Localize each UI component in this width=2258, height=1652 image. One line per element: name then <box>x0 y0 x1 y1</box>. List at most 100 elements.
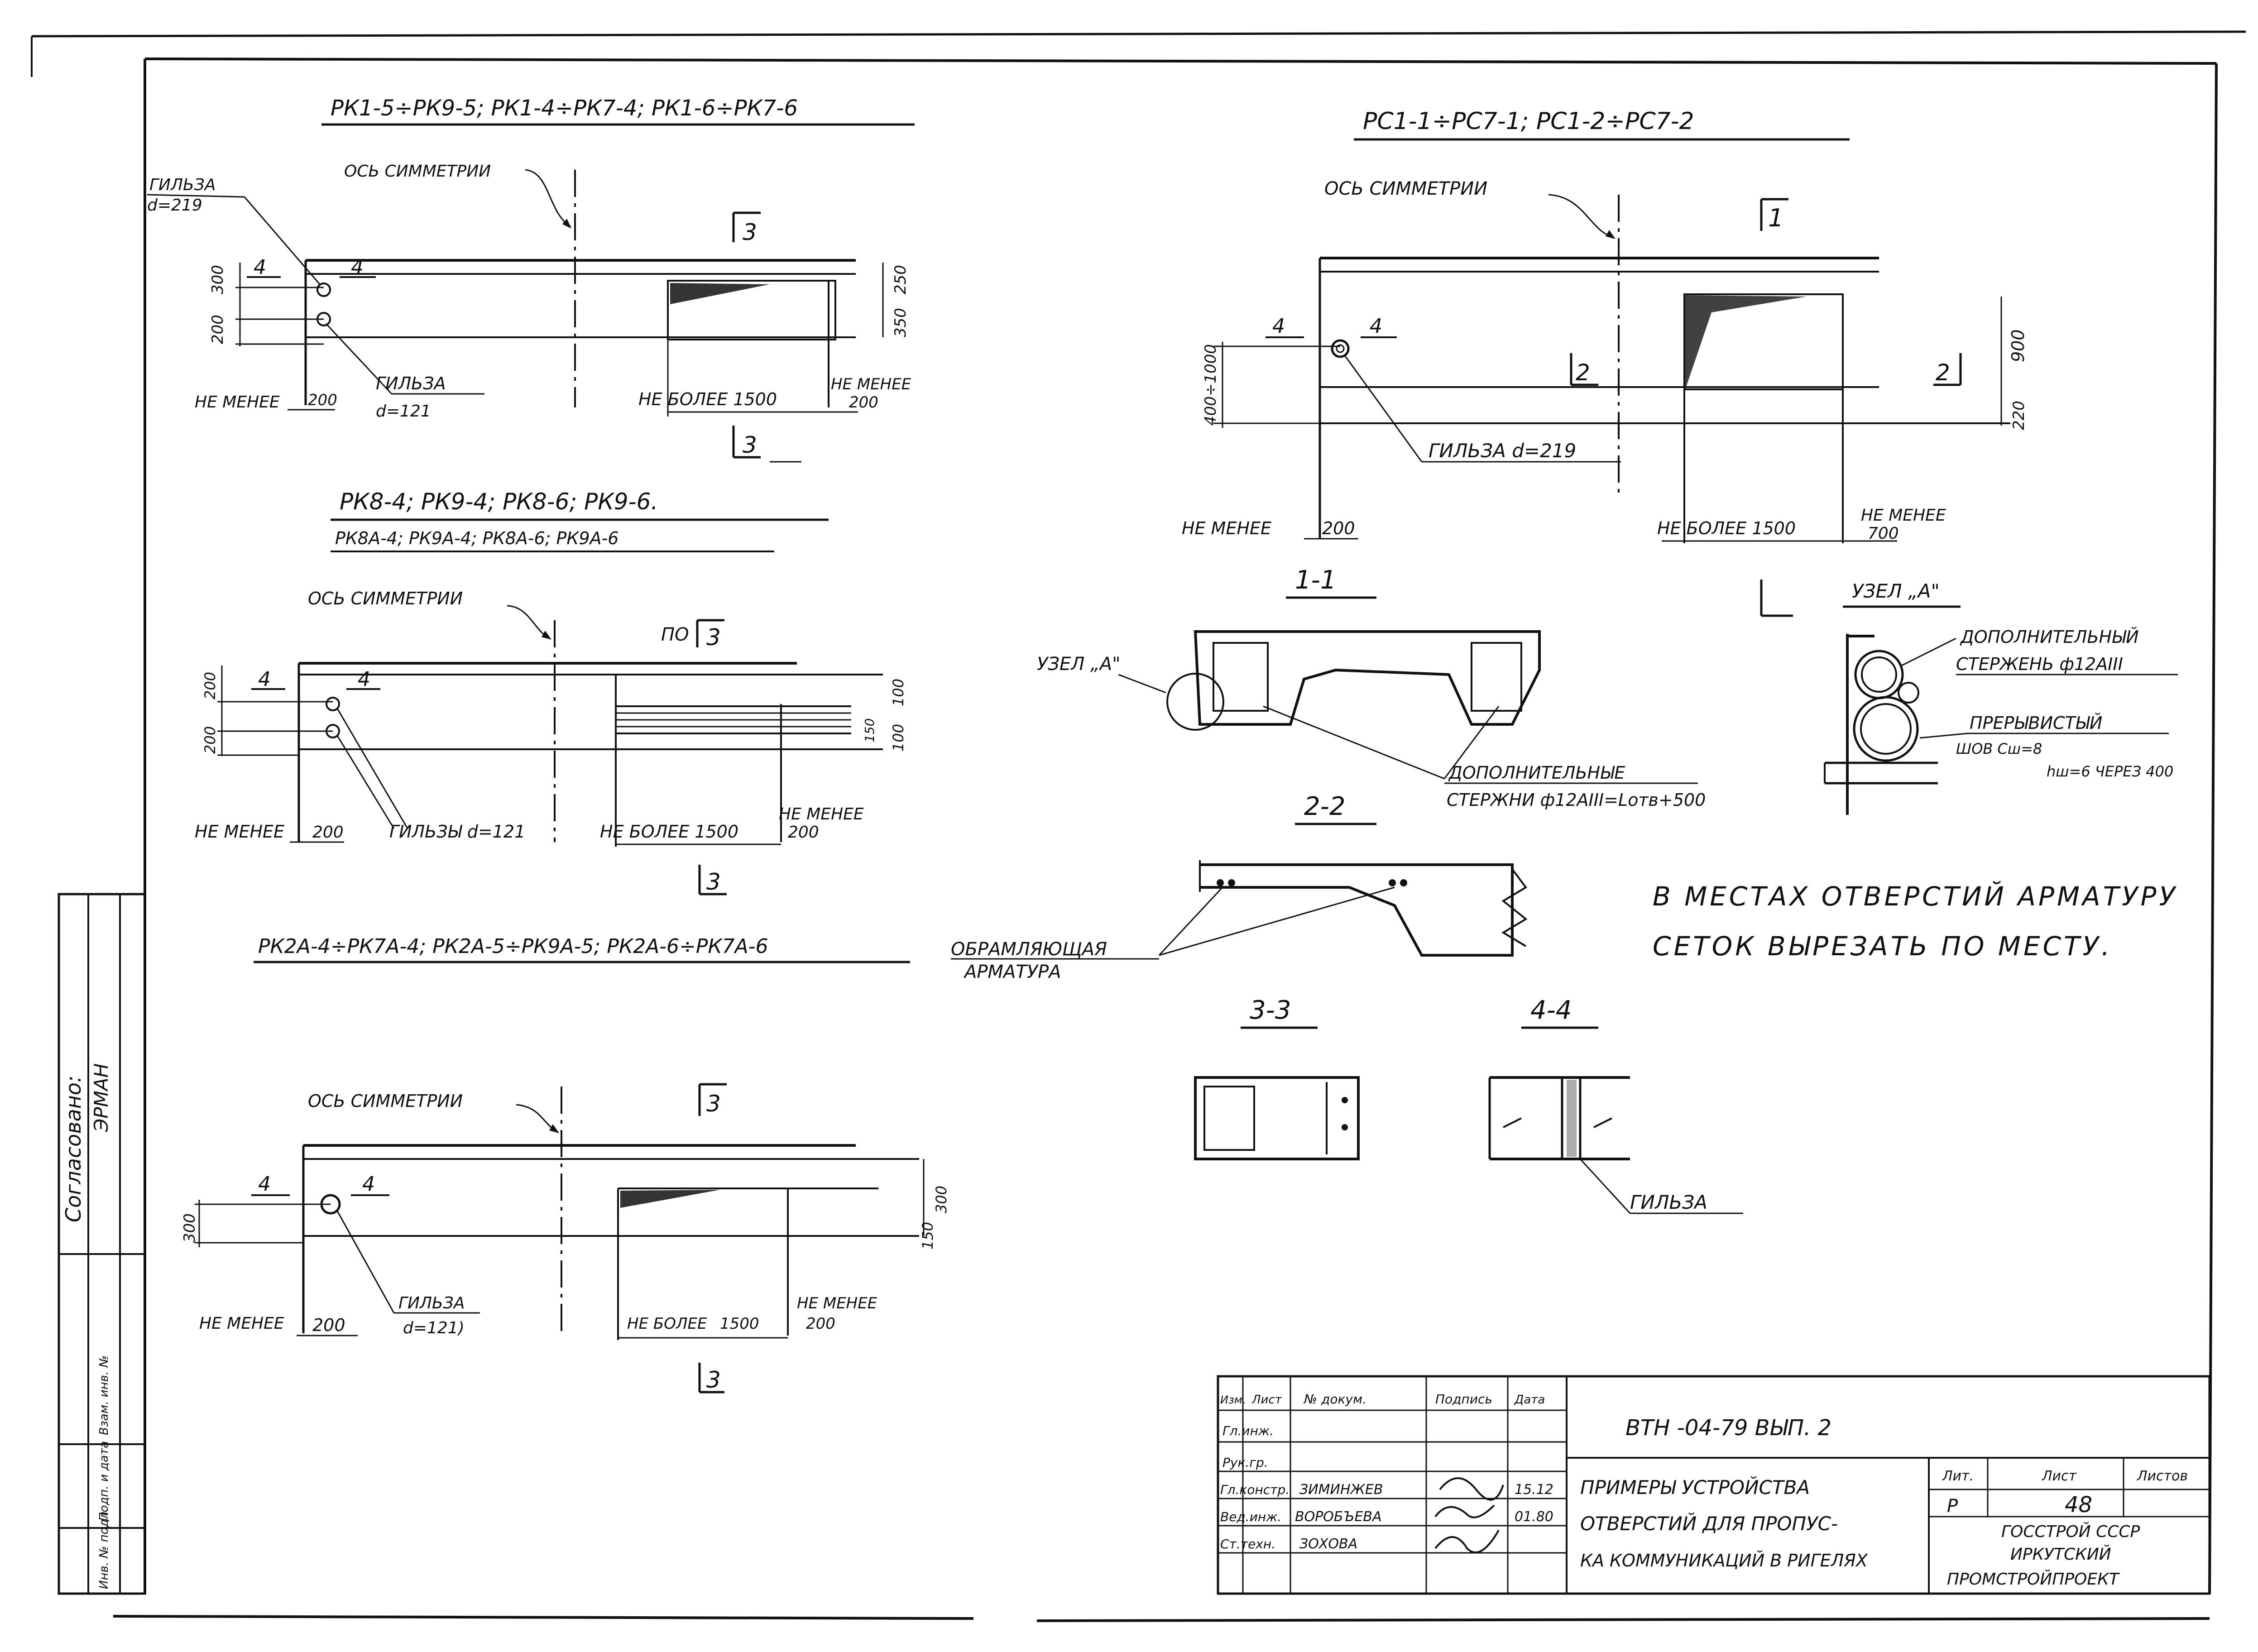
drawing-label: ОСЬ СИММЕТРИИ <box>308 589 463 608</box>
drawing-label: 1-1 <box>1295 565 1336 595</box>
title-mid-left-2: РК8А-4; РК9А-4; РК8А-6; РК9А-6 <box>335 528 618 548</box>
drawing-label: 200 <box>201 672 219 699</box>
drawing-label: ГИЛЬЗА <box>1630 1191 1707 1213</box>
drawing-label: 2 <box>1576 359 1590 386</box>
section-2-2: 2-2 ОБРАМЛЯЮЩАЯ АРМАТУРА <box>951 792 1528 982</box>
col-izm: Изм. <box>1220 1393 1246 1406</box>
drawing-label: ИРКУТСКИЙ <box>2010 1545 2111 1564</box>
drawing-label: 100 <box>890 679 907 706</box>
drawing-label: СТЕРЖНИ ф12АIII=Lотв+500 <box>1447 790 1706 810</box>
drawing-label: 700 <box>1868 524 1899 543</box>
drawing-label: НЕ БОЛЕЕ 1500 <box>600 822 738 842</box>
drawing-label: НЕ БОЛЕЕ 1500 <box>638 389 777 409</box>
col-sign: Подпись <box>1435 1392 1492 1407</box>
drawing-label: НЕ МЕНЕЕ <box>195 393 280 412</box>
drawing-label: 150 <box>862 718 877 742</box>
drawing-label: 100 <box>890 724 907 752</box>
drawing-label: 4 <box>351 256 364 279</box>
drawing-label: НЕ МЕНЕЕ <box>1182 518 1271 538</box>
drawing-label: 200 <box>788 823 819 842</box>
drawing-label: 4 <box>358 668 370 691</box>
drawing-label: d=121 <box>376 402 431 421</box>
drawing-label: 1500 <box>720 1315 759 1333</box>
drawing-label: 150 <box>919 1222 936 1250</box>
drawing-label: d=219 <box>147 196 202 215</box>
drawing-label: 01.80 <box>1515 1509 1553 1525</box>
drawing-label: 220 <box>2010 401 2028 430</box>
drawing-label: 2 <box>1936 359 1950 386</box>
drawing-label: ЗИМИНЖЕВ <box>1299 1482 1383 1498</box>
stamp-name: ЭРМАН <box>90 1063 112 1132</box>
signature-mark <box>1434 1477 1504 1553</box>
drawing-label: 900 <box>2008 329 2028 362</box>
drawing-label: ГИЛЬЗА d=219 <box>1429 440 1576 462</box>
cut-mark-4: 4 <box>254 256 266 279</box>
drawing-label: 200 <box>849 393 878 412</box>
drawing-label: 4 <box>1370 315 1382 338</box>
node-a-detail: УЗЕЛ „А" ДОПОЛНИТЕЛЬНЫЙ СТЕРЖЕНЬ ф12АIII… <box>1824 580 2178 815</box>
drawing-label: ДОПОЛНИТЕЛЬНЫЙ <box>1960 627 2139 647</box>
drawing-label: 400÷1000 <box>1202 344 1220 426</box>
drawing-label: ПО <box>661 624 689 645</box>
stamp-vz-inv: Взам. инв. № <box>97 1355 111 1435</box>
drawing-label: 1 <box>1768 204 1783 232</box>
drawing-label: 4 <box>258 668 271 691</box>
sleeve-hole <box>326 697 340 711</box>
drawing-label: 4 <box>362 1173 375 1196</box>
drawing-label: ОСЬ СИММЕТРИИ <box>308 1091 463 1111</box>
side-approval-stamp: Согласовано: ЭРМАН Взам. инв. № Подп. и … <box>58 893 146 1595</box>
drawing-label: 250 <box>892 265 910 294</box>
drawing-label: 200 <box>1322 518 1355 538</box>
drawing-label: 48 <box>2065 1492 2092 1518</box>
drawing-label: 300 <box>181 1213 199 1243</box>
general-note: В МЕСТАХ ОТВЕРСТИЙ АРМАТУРУ СЕТОК ВЫРЕЗА… <box>1653 871 2241 971</box>
sheet-frame <box>31 30 2246 1622</box>
drawing-label: Ст.техн. <box>1220 1537 1275 1551</box>
view-rs1-1-elevation: РС1-1÷РС7-1; РС1-2÷РС7-2 ОСЬ СИММЕТРИИ 4… <box>1182 108 2028 617</box>
axis-label-1: ОСЬ СИММЕТРИИ <box>344 162 491 181</box>
drawing-label: 200 <box>312 1315 345 1335</box>
drawing-label: d=121) <box>403 1319 465 1337</box>
drawing-label: ОТВЕРСТИЙ ДЛЯ ПРОПУС- <box>1580 1512 1838 1535</box>
drawing-label: Вед.инж. <box>1220 1509 1281 1524</box>
drawing-label: 3 <box>706 624 721 651</box>
view-rk2a-4-elevation: РК2А-4÷РК7А-4; РК2А-5÷РК9А-5; РК2А-6÷РК7… <box>181 935 950 1393</box>
title-bottom-left: РК2А-4÷РК7А-4; РК2А-5÷РК9А-5; РК2А-6÷РК7… <box>258 935 768 958</box>
drawing-label: 200 <box>308 391 337 409</box>
section-1-1: 1-1 УЗЕЛ „А" ДОПОЛНИТЕЛЬНЫЕ СТЕРЖНИ ф12А… <box>1037 565 1706 810</box>
drawing-label: 300 <box>209 265 227 294</box>
view-rk8-4-elevation: РК8-4; РК9-4; РК8-6; РК9-6. РК8А-4; РК9А… <box>195 488 907 895</box>
sleeve-d219-label: ГИЛЬЗА <box>149 176 216 194</box>
drawing-label: ГИЛЬЗА <box>376 373 446 393</box>
drawing-label: 3 <box>706 869 721 895</box>
drawing-label: НЕ МЕНЕЕ <box>831 375 911 393</box>
col-date: Дата <box>1514 1393 1545 1407</box>
drawing-label: 200 <box>806 1315 835 1333</box>
drawing-label: Листов <box>2137 1468 2188 1484</box>
doc-code: ВТН -04-79 ВЫП. 2 <box>1625 1415 1831 1441</box>
drawing-label: Гл.констр. <box>1220 1482 1290 1497</box>
sleeve-hole <box>1331 339 1350 358</box>
drawing-label: Гл.инж. <box>1222 1423 1274 1438</box>
drawing-label: НЕ МЕНЕЕ <box>779 805 864 824</box>
drawing-label: НЕ МЕНЕЕ <box>195 822 284 842</box>
drawing-label: 4-4 <box>1530 996 1572 1025</box>
sleeve-hole <box>316 283 331 297</box>
drawing-label: 3 <box>706 1091 721 1117</box>
drawing-label: Рук.гр. <box>1222 1455 1268 1470</box>
drawing-label: Лист <box>2042 1468 2077 1484</box>
drawing-label: ГИЛЬЗА <box>398 1294 465 1312</box>
drawing-label: 3 <box>743 432 757 458</box>
drawing-label: КА КОММУНИКАЦИЙ В РИГЕЛЯХ <box>1580 1551 1868 1571</box>
drawing-label: 4 <box>1272 315 1285 338</box>
drawing-label: 200 <box>209 315 227 344</box>
drawing-label: ОБРАМЛЯЮЩАЯ <box>951 939 1107 960</box>
title-block: Изм. Лист № докум. Подпись Дата Гл.инж. … <box>1217 1375 2211 1595</box>
col-list: Лист <box>1251 1393 1282 1407</box>
drawing-label: ВОРОБЪЕВА <box>1295 1509 1382 1525</box>
drawing-label: УЗЕЛ „А" <box>1037 654 1121 675</box>
drawing-label: 3 <box>743 219 757 245</box>
stamp-sign-date: Подп. и дата <box>97 1441 111 1521</box>
drawing-label: hш=6 ЧЕРЕЗ 400 <box>2047 763 2173 780</box>
